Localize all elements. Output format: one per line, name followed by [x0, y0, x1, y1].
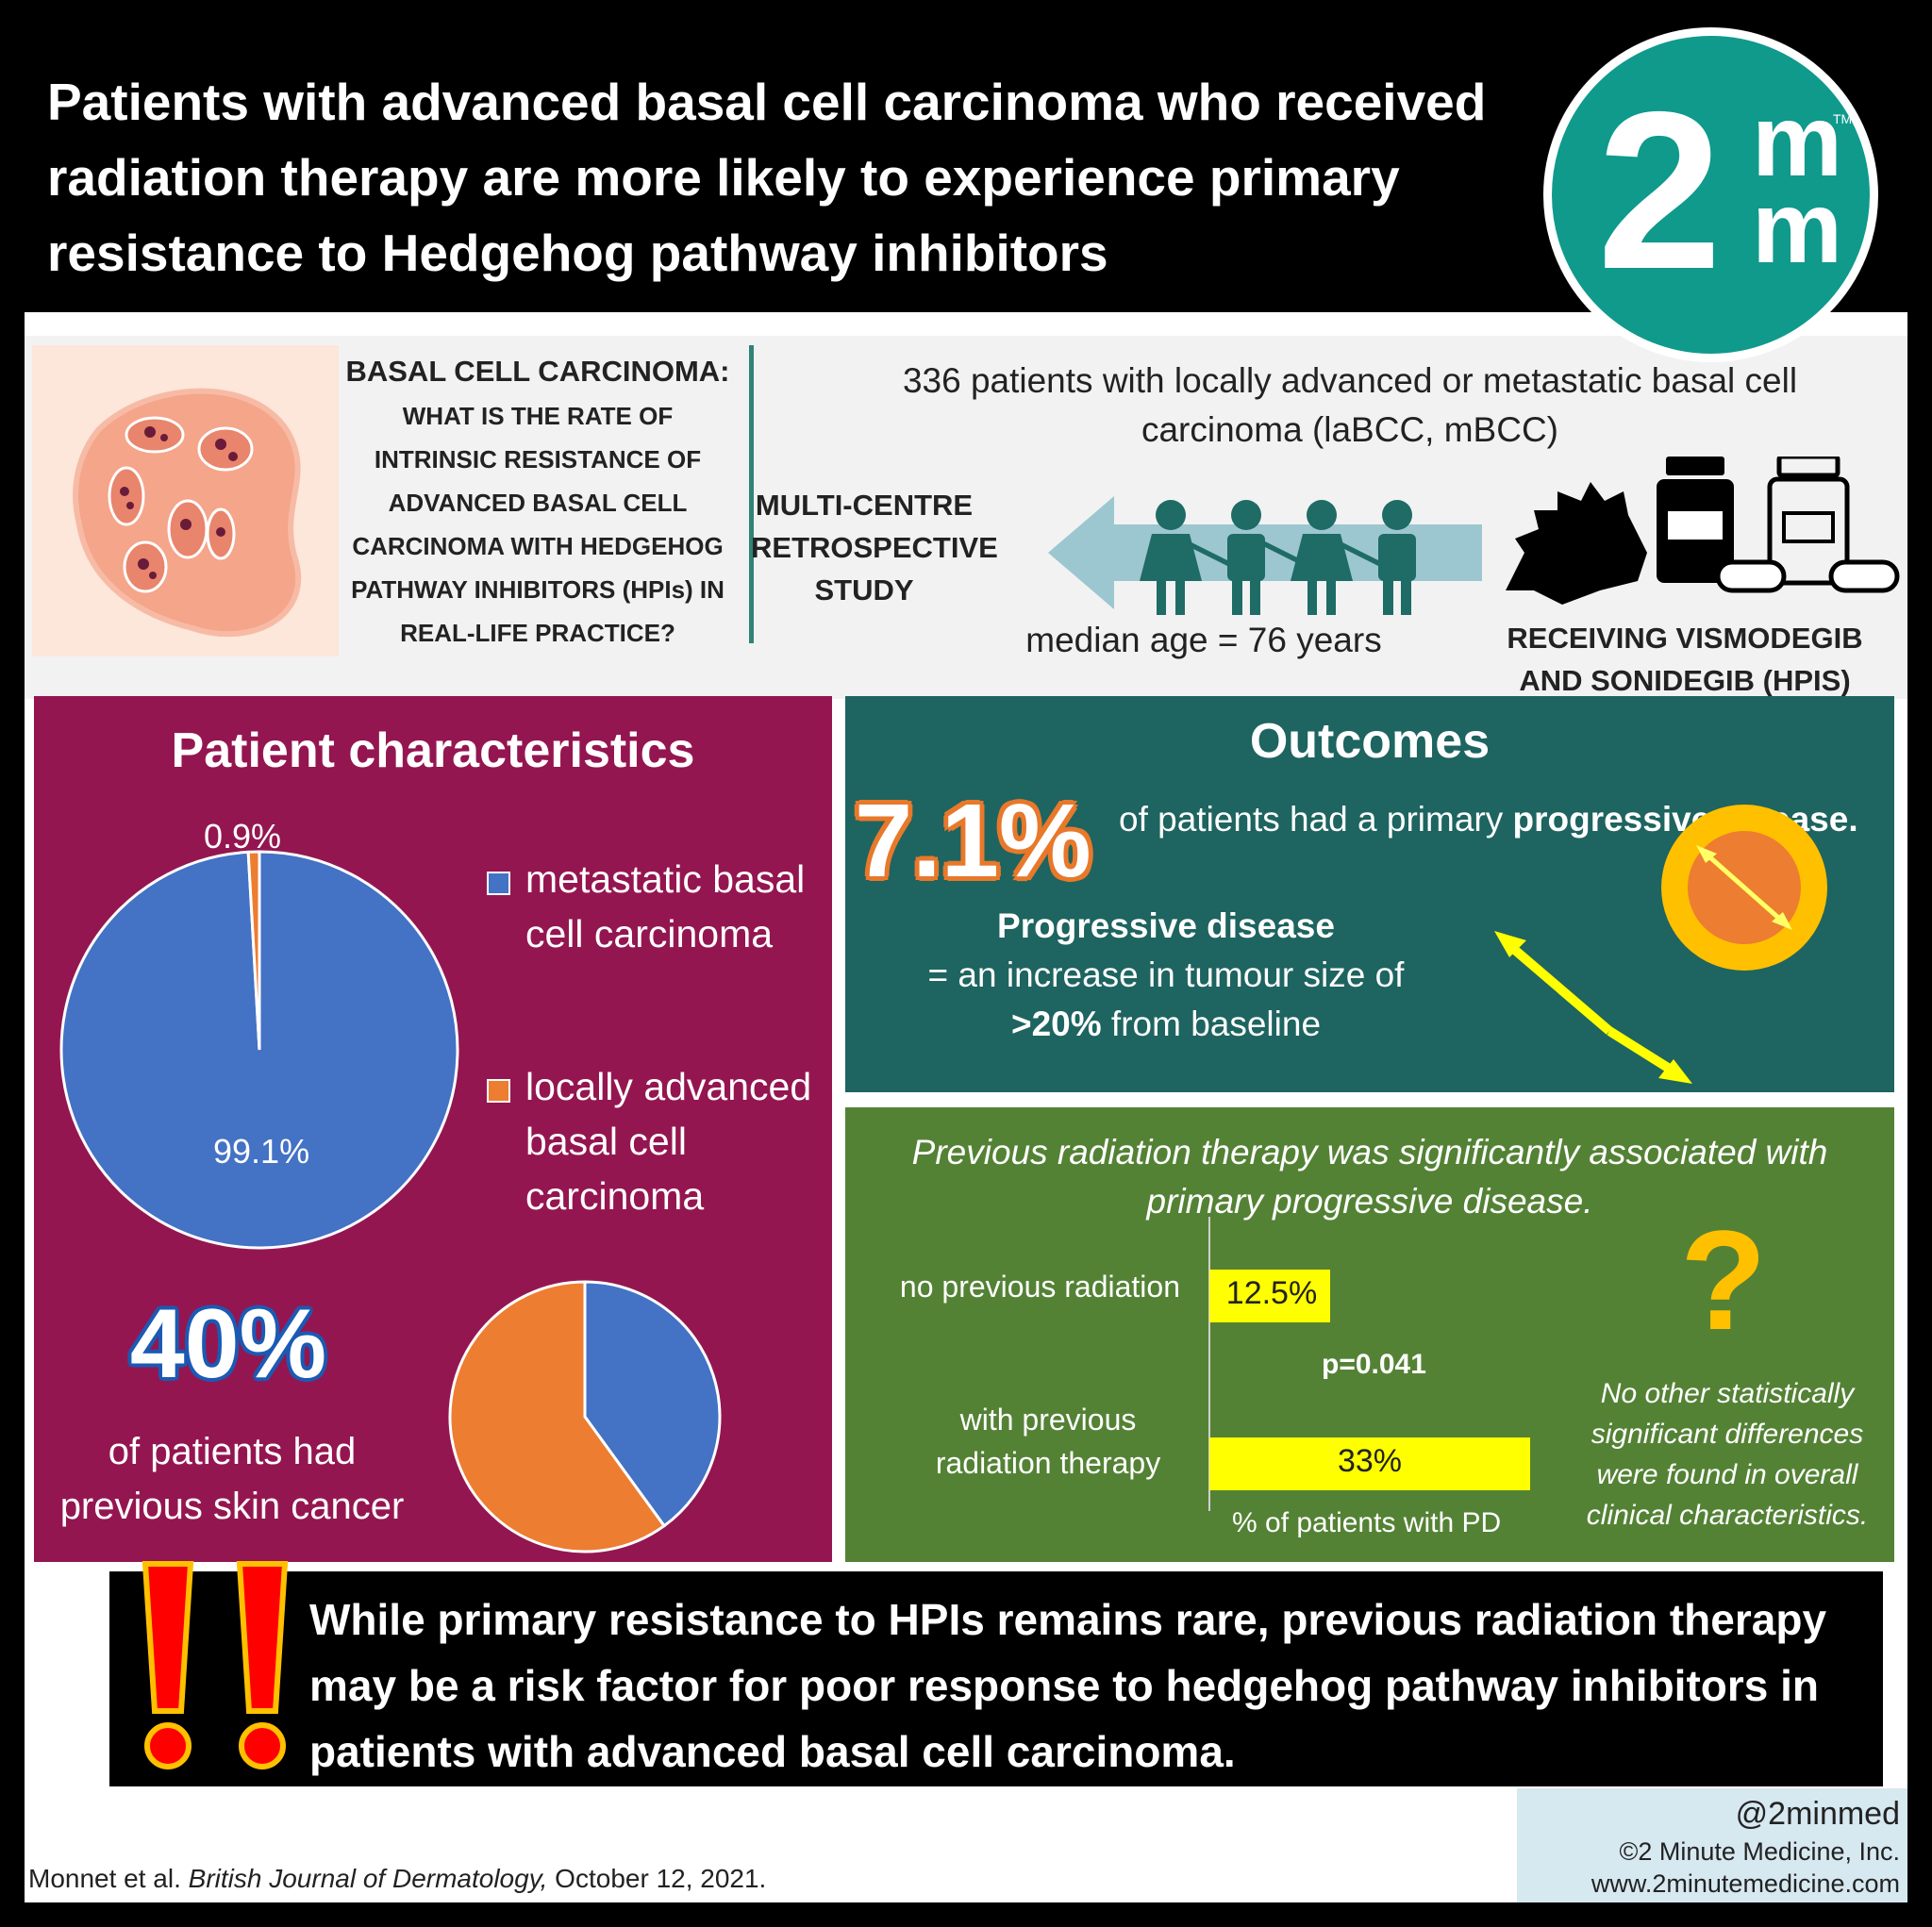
pd-threshold-value: >20%: [1010, 1005, 1102, 1043]
radiation-panel: Previous radiation therapy was significa…: [845, 1107, 1894, 1562]
legend-swatch-locally-advanced: [487, 1079, 510, 1103]
citation: Monnet et al. British Journal of Dermato…: [28, 1864, 766, 1894]
median-age-text: median age = 76 years: [1025, 621, 1382, 659]
social-handle: @2minmed: [1735, 1796, 1900, 1832]
infographic: Patients with advanced basal cell carcin…: [25, 25, 1907, 1902]
people-icon: [1140, 500, 1416, 615]
bar-chart-axis-label: % of patients with PD: [1232, 1507, 1502, 1538]
radiation-finding: Previous radiation therapy was significa…: [911, 1133, 1828, 1221]
exclamation-icon: [142, 1561, 289, 1769]
bar-with-radiation: [1209, 1437, 1530, 1490]
tumour-growth-icon: [1494, 805, 1827, 1084]
skin-cancer-percent: 40%: [129, 1289, 327, 1399]
bar-category-with-radiation: with previous radiation therapy: [935, 1403, 1161, 1480]
small-slice-label: 0.9%: [204, 817, 282, 856]
section-title: Outcomes: [1249, 714, 1491, 769]
website-link[interactable]: www.2minutemedicine.com: [1591, 1869, 1900, 1898]
progressive-disease-definition: Progressive disease = an increase in tum…: [911, 902, 1421, 1049]
question-body: WHAT IS THE RATE OF INTRINSIC RESISTANCE…: [351, 402, 724, 647]
progressive-disease-percent: 7.1%: [855, 783, 1091, 899]
skin-cancer-pie-slice-1: [583, 1280, 722, 1528]
no-other-differences-note: No other statistically significant diffe…: [1586, 1378, 1869, 1531]
skin-illustration-panel: [32, 345, 339, 656]
citation-authors: Monnet et al.: [28, 1864, 189, 1893]
skin-cancer-caption: of patients had previous skin cancer: [59, 1431, 405, 1527]
patient-characteristics-panel: Patient characteristics 0.9% 99.1% metas…: [34, 696, 832, 1562]
hedgehog-icon: [1506, 482, 1647, 605]
bar-category-no-radiation: no previous radiation: [899, 1270, 1180, 1304]
logo-letter-bottom: m: [1752, 170, 1843, 284]
question-heading: BASAL CELL CARCINOMA:: [345, 355, 730, 388]
copyright: ©2 Minute Medicine, Inc.: [1619, 1837, 1900, 1866]
bar-chart-axis: [1208, 1217, 1210, 1511]
patients-count-text: 336 patients with locally advanced or me…: [902, 361, 1798, 449]
study-type-label: MULTI-CENTRE RETROSPECTIVE STUDY: [751, 489, 998, 606]
pd-definition-line: = an increase in tumour size of: [927, 955, 1405, 994]
logo-digit: 2: [1597, 66, 1722, 316]
legend-swatch-metastatic: [487, 872, 510, 895]
credits-box: @2minmed ©2 Minute Medicine, Inc. www.2m…: [1517, 1788, 1907, 1902]
p-value: p=0.041: [1322, 1349, 1426, 1380]
pd-definition-title: Progressive disease: [997, 906, 1335, 945]
intro-band: BASAL CELL CARCINOMA: WHAT IS THE RATE O…: [25, 336, 1907, 699]
outcomes-panel: Outcomes 7.1% of patients had a primary …: [845, 696, 1894, 1092]
logo-trademark: TM: [1833, 111, 1853, 126]
page-title: Patients with advanced basal cell carcin…: [47, 73, 1487, 282]
pd-text-prefix: of patients had a primary: [1119, 800, 1513, 839]
logo: 2 m m TM: [1543, 27, 1878, 362]
skin-cancer-pie-chart: [448, 1280, 722, 1553]
large-slice-label: 99.1%: [213, 1132, 310, 1171]
conclusion-banner: While primary resistance to HPIs remains…: [109, 1561, 1883, 1786]
citation-date: October 12, 2021.: [547, 1864, 767, 1893]
citation-journal: British Journal of Dermatology,: [188, 1864, 548, 1893]
bar-value-with-radiation: 33%: [1337, 1443, 1403, 1479]
bar-value-no-radiation: 12.5%: [1225, 1275, 1318, 1311]
conclusion-text: While primary resistance to HPIs remains…: [309, 1595, 1827, 1776]
medication-bottles-icon: [1657, 457, 1900, 593]
legend-label-metastatic: metastatic basal cell carcinoma: [525, 857, 806, 955]
divider: [749, 345, 754, 643]
legend-label-locally-advanced: locally advanced basal cell carcinoma: [525, 1065, 812, 1218]
skin-cancer-pie-slice-2: [448, 1280, 667, 1553]
bar-no-radiation: [1209, 1270, 1330, 1322]
treatment-label: RECEIVING VISMODEGIB AND SONIDEGIB (HPIS…: [1507, 622, 1863, 697]
section-title: Patient characteristics: [171, 723, 695, 778]
question-mark-icon: ?: [1680, 1201, 1767, 1359]
skin-cells-icon: [73, 388, 301, 638]
subtype-pie-slice-2: [246, 850, 261, 1051]
logo-letter-top: m: [1752, 83, 1843, 197]
pd-threshold-rest: from baseline: [1101, 1005, 1322, 1043]
subtype-pie-chart: [59, 850, 459, 1250]
pd-definition-threshold: >20% from baseline: [911, 1000, 1421, 1049]
